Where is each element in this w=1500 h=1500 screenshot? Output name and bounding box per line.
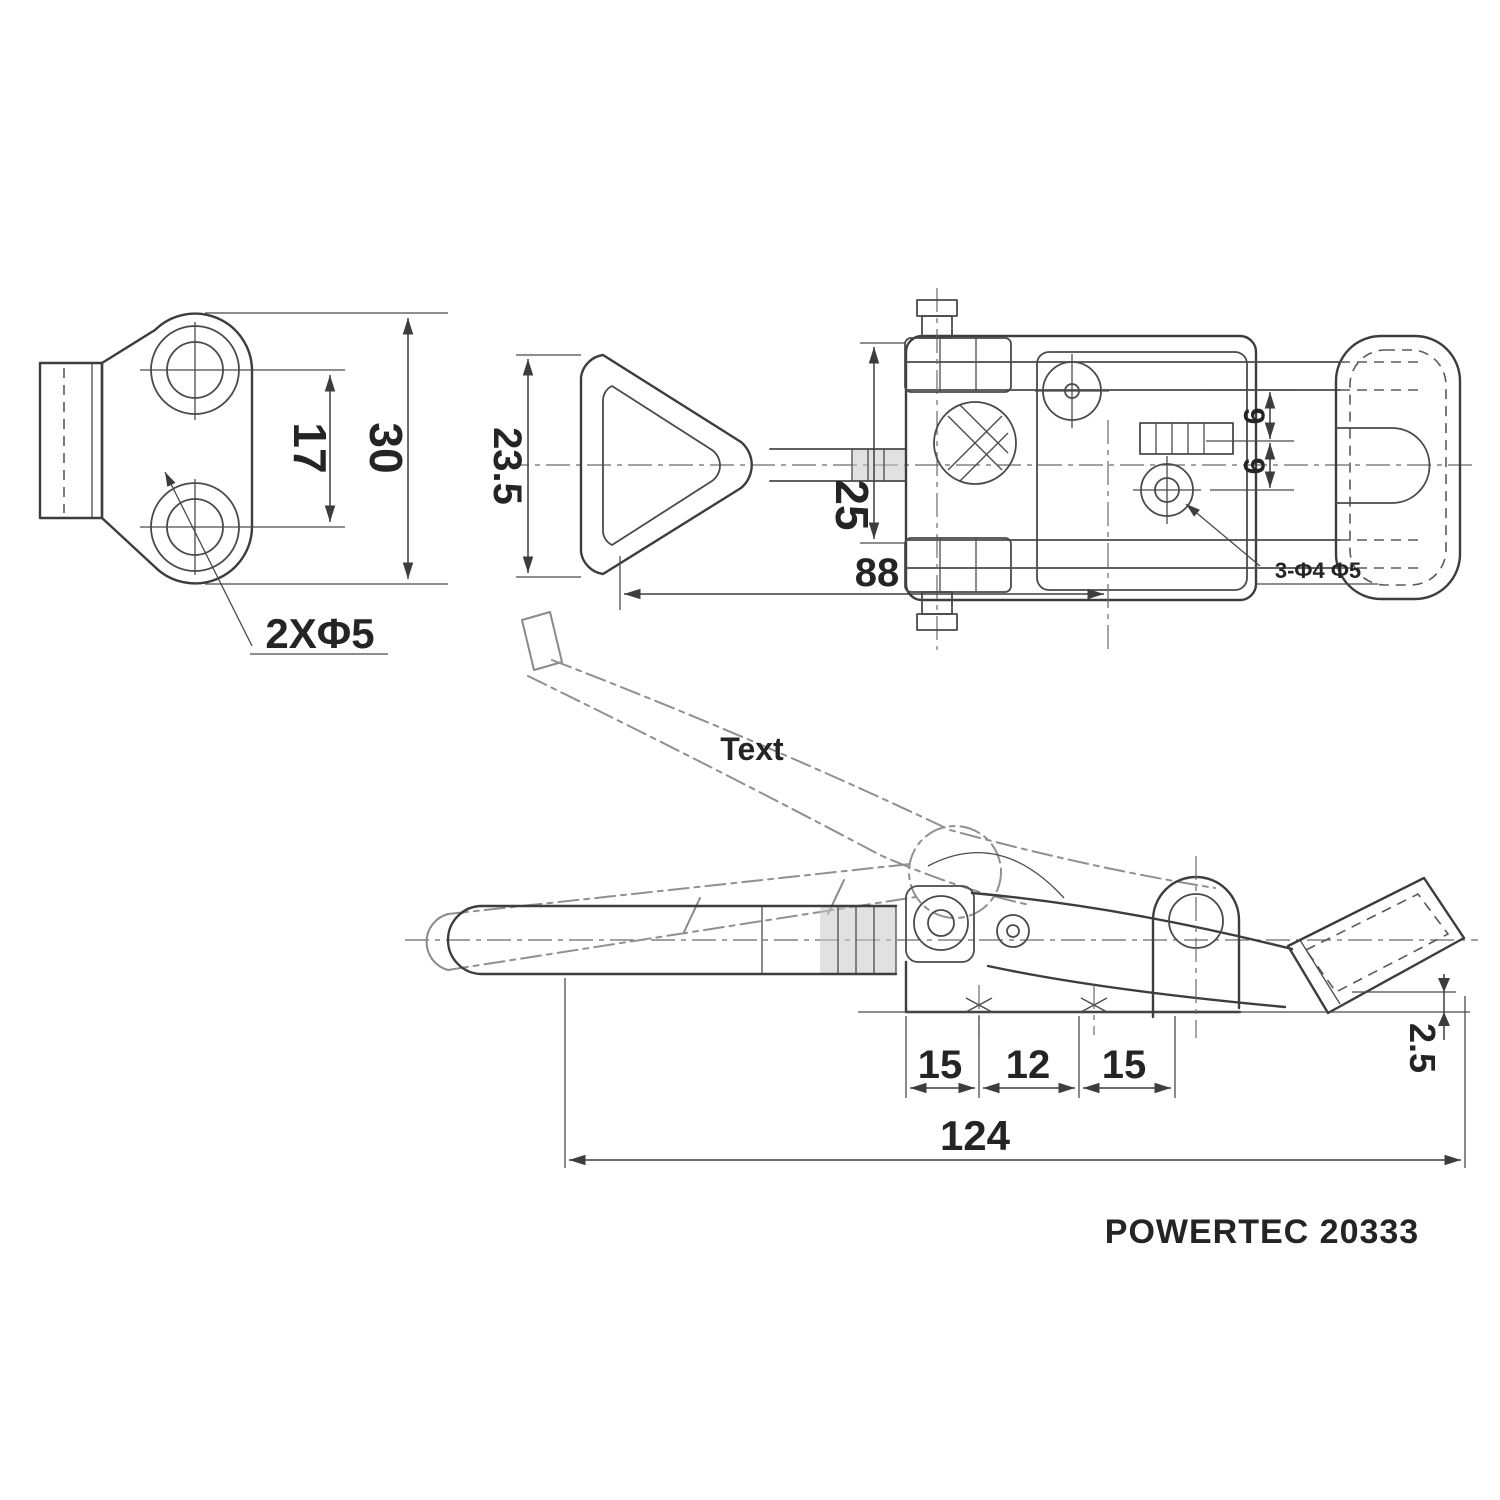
dim-height: 30 — [360, 318, 414, 579]
dim-overall-length: 124 — [564, 978, 1466, 1168]
dim-overall-length-label: 124 — [940, 1112, 1011, 1159]
dim-offsets-9-9: 9 9 — [1206, 389, 1294, 491]
dim-handle-clearance: 2.5 — [1402, 974, 1450, 1073]
product-label: POWERTEC 20333 — [1105, 1213, 1419, 1251]
dim-hole-spacing: 17 — [284, 375, 336, 522]
dim-offset-top-label: 9 — [1237, 408, 1270, 425]
dim-segment-3-label: 15 — [1102, 1043, 1147, 1087]
base-mounting-holes — [965, 985, 1108, 1035]
open-position-note: Text — [720, 731, 784, 767]
dim-handle-clearance-label: 2.5 — [1402, 1023, 1443, 1073]
dim-body-width-label: 25 — [826, 479, 878, 530]
dim-segment-1-label: 15 — [918, 1043, 963, 1087]
hole-callout-end-view: 2XΦ5 — [164, 471, 388, 657]
dim-body-width: 25 — [826, 342, 906, 544]
dim-handle-width-label: 23.5 — [485, 427, 529, 505]
dim-length-to-pivot-label: 88 — [855, 551, 900, 595]
dim-segment-2-label: 12 — [1006, 1043, 1051, 1087]
end-view: 17 30 2XΦ5 — [38, 312, 448, 657]
hole-callout-end-view-label: 2XΦ5 — [265, 610, 374, 657]
dim-length-to-pivot: 88 — [619, 551, 1104, 610]
top-view: 23.5 25 88 9 9 3-Φ4 Φ5 — [485, 288, 1478, 650]
dim-height-label: 30 — [360, 422, 412, 473]
dim-base-segments: 15 12 15 — [905, 1016, 1176, 1098]
side-view: Text — [405, 611, 1478, 1168]
hole-callout-top-view-label: 3-Φ4 Φ5 — [1275, 558, 1361, 583]
dim-hole-spacing-label: 17 — [284, 422, 336, 473]
dim-handle-width: 23.5 — [485, 354, 581, 578]
hole-callout-top-view: 3-Φ4 Φ5 — [1185, 503, 1378, 585]
open-handle-phantom — [521, 611, 1216, 919]
dim-offset-bottom-label: 9 — [1237, 458, 1270, 475]
